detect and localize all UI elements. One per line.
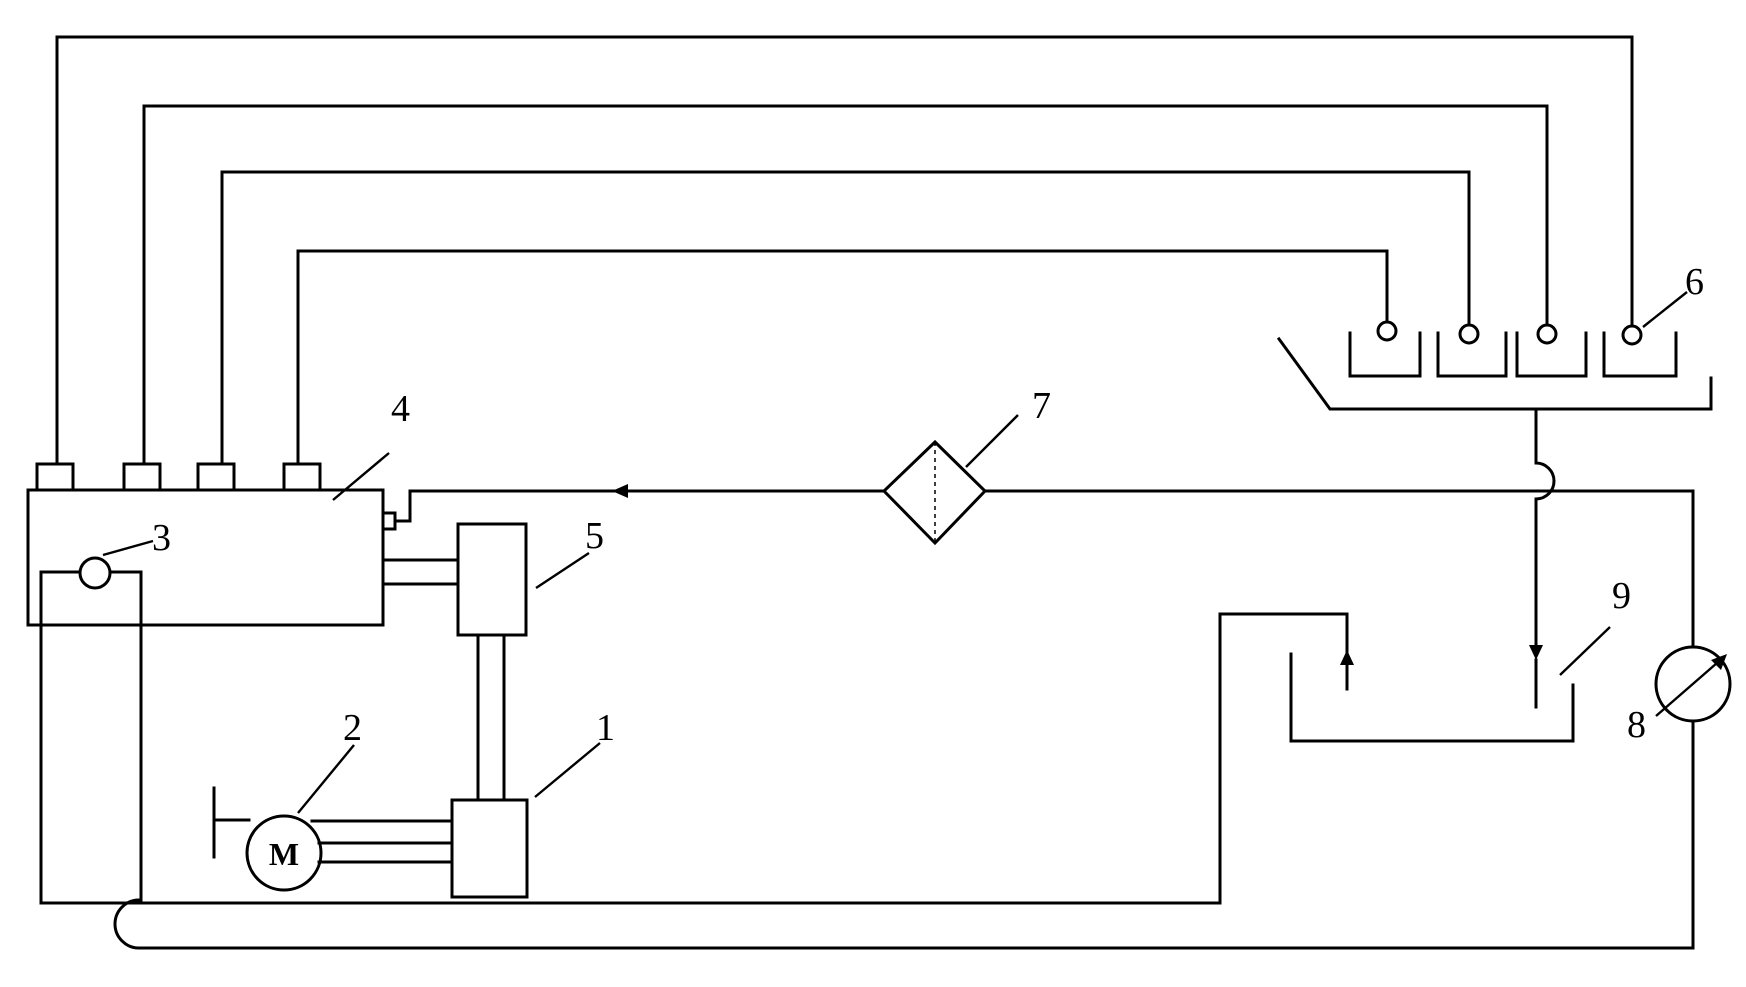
label-3: 3 [152,517,171,559]
valve-3 [78,556,112,590]
inlet-fitting [381,511,397,531]
label-1: 1 [596,707,615,749]
label-7: 7 [1032,385,1051,427]
tank [1218,612,1575,905]
nozzle-1 [1376,320,1398,342]
motor [245,814,323,892]
label-9: 9 [1612,575,1631,617]
outlet-port-2 [122,462,162,492]
label-4: 4 [391,388,410,430]
nozzle-4 [1621,324,1643,346]
outlet-port-3 [196,462,236,492]
outlet-port-4 [282,462,322,492]
label-6: 6 [1685,261,1704,303]
label-8: 8 [1627,704,1646,746]
drive-train: M [212,522,529,899]
manifold-block [26,462,397,627]
flow-arrow [612,484,628,498]
outlet-port-1 [35,462,75,492]
pressure-line [393,484,1695,652]
nozzle-cup-assembly [1276,320,1713,411]
drain-arrow [1529,645,1543,660]
filter [881,439,988,546]
leader-lines [102,291,1688,814]
drain-line [1529,407,1556,709]
nozzle-2 [1458,323,1480,345]
suction-arrow [1340,650,1354,665]
return-line [39,556,1222,905]
label-5: 5 [585,515,604,557]
nozzle-3 [1536,323,1558,345]
component-labels: 1 2 3 4 5 6 7 8 9 [152,261,1704,749]
outlet-lines [55,35,1634,466]
motor-label: M [269,836,299,872]
unit-5 [456,522,528,637]
label-2: 2 [343,707,362,749]
pump-1 [450,798,529,899]
